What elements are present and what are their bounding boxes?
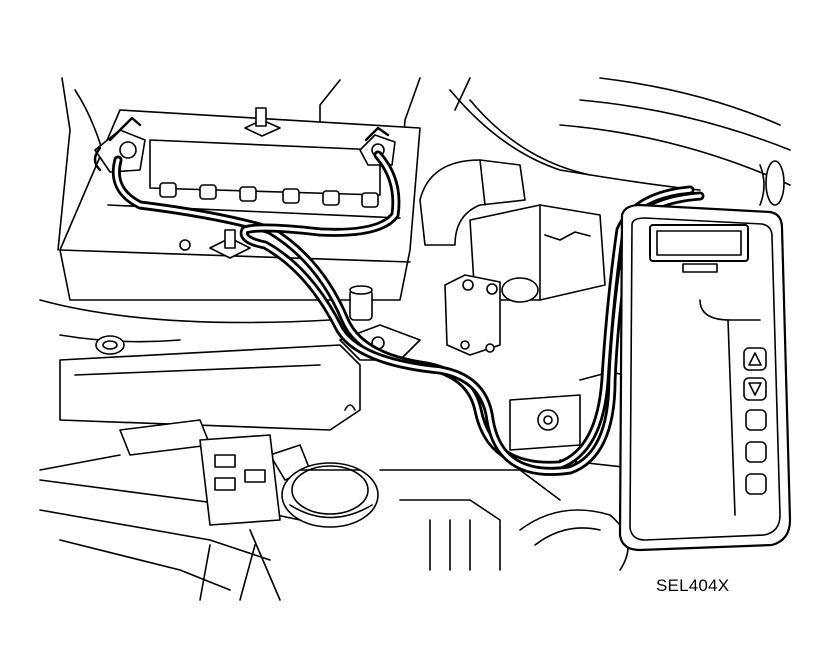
function-button-2[interactable]	[745, 441, 767, 463]
up-arrow-icon	[748, 352, 762, 366]
intake-duct	[419, 159, 526, 246]
down-arrow-icon	[748, 382, 762, 396]
tester-display	[649, 224, 749, 262]
battery-vent-caps	[159, 182, 379, 208]
up-arrow-button[interactable]	[743, 347, 767, 371]
reservoir-cap	[269, 444, 379, 528]
handheld-tester	[618, 203, 792, 552]
cowl-panel	[59, 335, 361, 456]
fuse-box-corner	[199, 434, 281, 526]
negative-terminal-clamp	[93, 116, 146, 173]
small-connector	[349, 285, 373, 321]
function-button-3[interactable]	[745, 473, 767, 495]
fender-edge	[39, 454, 281, 601]
battery	[59, 107, 421, 301]
tester-slot	[682, 263, 718, 273]
function-button-1[interactable]	[745, 409, 767, 431]
figure-code-label: SEL404X	[656, 576, 730, 595]
sensor-bracket	[444, 274, 501, 356]
down-arrow-button[interactable]	[743, 377, 767, 401]
mount-bracket	[509, 394, 581, 451]
tester-cables	[111, 150, 705, 476]
